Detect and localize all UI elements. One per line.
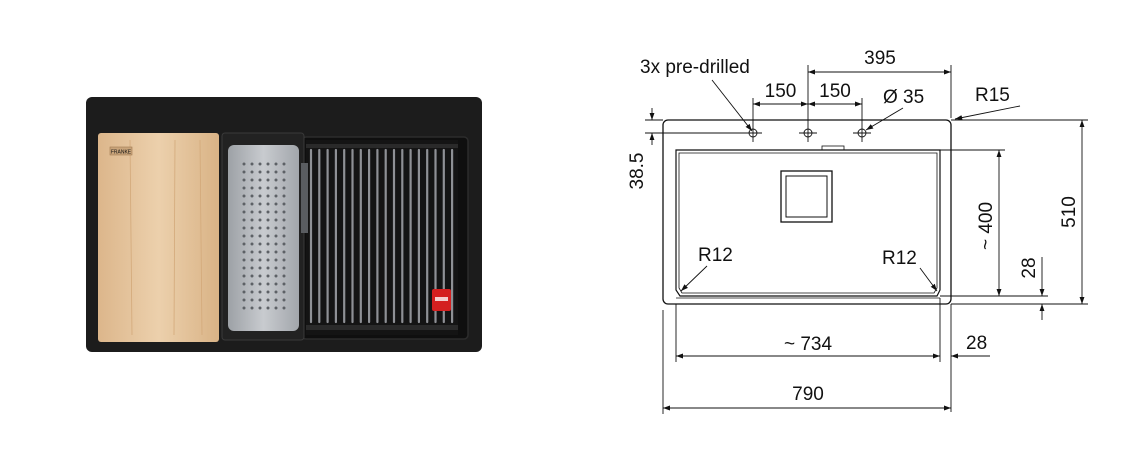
label-150-left: 150 — [765, 81, 797, 102]
technical-drawing — [645, 65, 1088, 414]
label-28-bottom: 28 — [966, 333, 987, 354]
label-diameter: Ø 35 — [883, 87, 924, 108]
bowl-outline — [675, 149, 941, 297]
board-brand-plate — [109, 146, 133, 156]
predrilled-holes — [744, 124, 871, 142]
label-150-right: 150 — [819, 81, 851, 102]
sink-photo: FRANKE — [86, 97, 482, 352]
label-400: ~ 400 — [976, 202, 997, 250]
dimension-labels: 3x pre-drilled 395 150 150 Ø 35 R15 38.5… — [627, 48, 1080, 405]
board-brand-text: FRANKE — [111, 150, 132, 156]
dimension-lines — [645, 65, 1088, 414]
drain-outline — [780, 170, 833, 223]
label-r15: R15 — [975, 85, 1010, 106]
label-734: ~ 734 — [784, 334, 833, 355]
label-r12-left: R12 — [698, 245, 733, 266]
label-790: 790 — [792, 384, 824, 405]
colander — [221, 132, 308, 341]
label-38-5: 38.5 — [627, 153, 648, 190]
roll-mat — [306, 140, 458, 335]
cutting-board: FRANKE — [98, 133, 219, 342]
hole-marker — [799, 124, 817, 142]
label-395: 395 — [864, 48, 896, 69]
label-510: 510 — [1059, 196, 1080, 228]
label-predrilled: 3x pre-drilled — [640, 57, 750, 78]
label-r12-right: R12 — [882, 248, 917, 269]
label-28-right: 28 — [1019, 257, 1040, 278]
sink-outline — [662, 119, 952, 305]
hole-marker — [744, 124, 762, 142]
hole-marker — [853, 124, 871, 142]
